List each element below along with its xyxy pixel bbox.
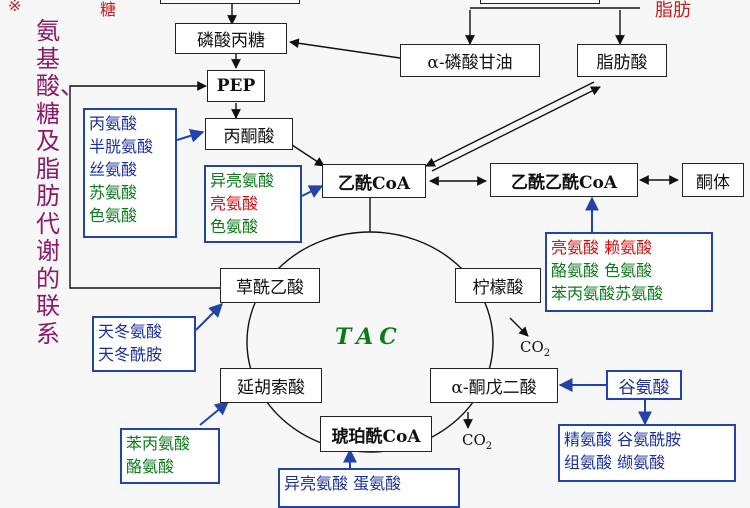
line-citrate-co2 <box>509 317 529 337</box>
aa-tyr-trp: 酪氨酸 色氨酸 <box>551 261 653 280</box>
aa-isoleucine: 异亮氨酸 <box>210 171 275 190</box>
aa-arg-gln: 精氨酸 谷氨酰胺 <box>564 430 682 449</box>
line-oxalo-aa <box>195 303 223 331</box>
vertical-title: 氨基酸、糖及脂肪代谢的联系 <box>36 17 84 348</box>
aa-serine: 丝氨酸 <box>89 160 138 179</box>
aa-his-val: 组氨酸 缬氨酸 <box>564 453 666 472</box>
aa-threonine: 苏氨酸 <box>89 183 138 202</box>
tca-cycle <box>246 231 494 453</box>
acetyl-amino-acids: 异亮氨酸 亮氨酸 色氨酸 <box>204 165 302 243</box>
aa-alanine: 丙氨酸 <box>89 114 138 133</box>
fat-box-partial <box>480 0 600 4</box>
pyruvate-amino-acids: 丙氨酸 半胱氨酸 丝氨酸 苏氨酸 色氨酸 <box>83 108 177 238</box>
glutamate-box: 谷氨酸 <box>606 370 682 400</box>
line-fuma-aa <box>199 401 230 426</box>
aa-leu-lys: 亮氨酸 赖氨酸 <box>551 238 653 257</box>
corner-sugar-label: 糖 <box>100 0 117 19</box>
fatty-acid-box: 脂肪酸 <box>577 44 667 77</box>
line-fa-to-acetyl-1 <box>425 81 595 167</box>
corner-mark: ※ <box>8 0 22 15</box>
succinyl-coa-box: 琥珀酰CoA <box>320 416 432 452</box>
aa-tryptophan-2: 色氨酸 <box>210 217 259 236</box>
oxaloacetate-amino-acids: 天冬氨酸 天冬酰胺 <box>92 316 196 372</box>
fumarate-box: 延胡索酸 <box>220 368 322 403</box>
line-glycerol-to-phospho <box>289 38 401 59</box>
aa-leucine: 亮氨酸 <box>210 194 259 213</box>
aa-tryptophan: 色氨酸 <box>89 206 138 225</box>
line-pyruvate-to-acetyl <box>291 144 325 167</box>
aa-phe-thr: 苯丙氨酸苏氨酸 <box>551 284 664 303</box>
citrate-box: 柠檬酸 <box>455 268 541 303</box>
co2-label-1: CO2 <box>520 338 551 359</box>
acetoacetyl-coa-box: 乙酰乙酰CoA <box>490 163 638 197</box>
line-acetyl-aa <box>301 185 324 198</box>
aa-asparagine: 天冬酰胺 <box>98 345 163 364</box>
succinyl-amino-acids: 异亮氨酸 蛋氨酸 <box>278 468 460 508</box>
fumarate-amino-acids: 苯丙氨酸 酪氨酸 <box>120 428 220 484</box>
oxaloacetate-box: 草酰乙酸 <box>220 268 320 303</box>
pyruvate-box: 丙酮酸 <box>205 118 293 150</box>
corner-fat-label: 脂肪 <box>655 0 691 21</box>
aa-cysteine: 半胱氨酸 <box>89 137 154 156</box>
aa-tyrosine: 酪氨酸 <box>126 457 175 476</box>
ketogenic-amino-acids: 亮氨酸 赖氨酸 酪氨酸 色氨酸 苯丙氨酸苏氨酸 <box>545 232 713 312</box>
pep-box: PEP <box>207 70 265 102</box>
line-pyr-aa <box>176 129 205 143</box>
sugar-box-partial <box>160 0 300 4</box>
acetyl-coa-box: 乙酰CoA <box>322 164 426 198</box>
line-oxaloacetate-to-pep <box>69 81 220 289</box>
ketoglutarate-box: α-酮戊二酸 <box>430 368 558 403</box>
aa-phenylalanine: 苯丙氨酸 <box>126 434 191 453</box>
line-acetyl-to-fa-2 <box>431 86 601 172</box>
phospho-sugar-box: 磷酸丙糖 <box>175 23 287 54</box>
aa-ile-met: 异亮氨酸 蛋氨酸 <box>284 474 402 493</box>
aa-aspartate: 天冬氨酸 <box>98 322 163 341</box>
ketone-box: 酮体 <box>682 163 744 197</box>
glutamate-amino-acids: 精氨酸 谷氨酰胺 组氨酸 缬氨酸 <box>558 424 736 482</box>
co2-label-2: CO2 <box>462 431 493 452</box>
glycerol-phosphate-box: α-磷酸甘油 <box>400 44 540 77</box>
tac-label: TAC <box>335 324 403 350</box>
